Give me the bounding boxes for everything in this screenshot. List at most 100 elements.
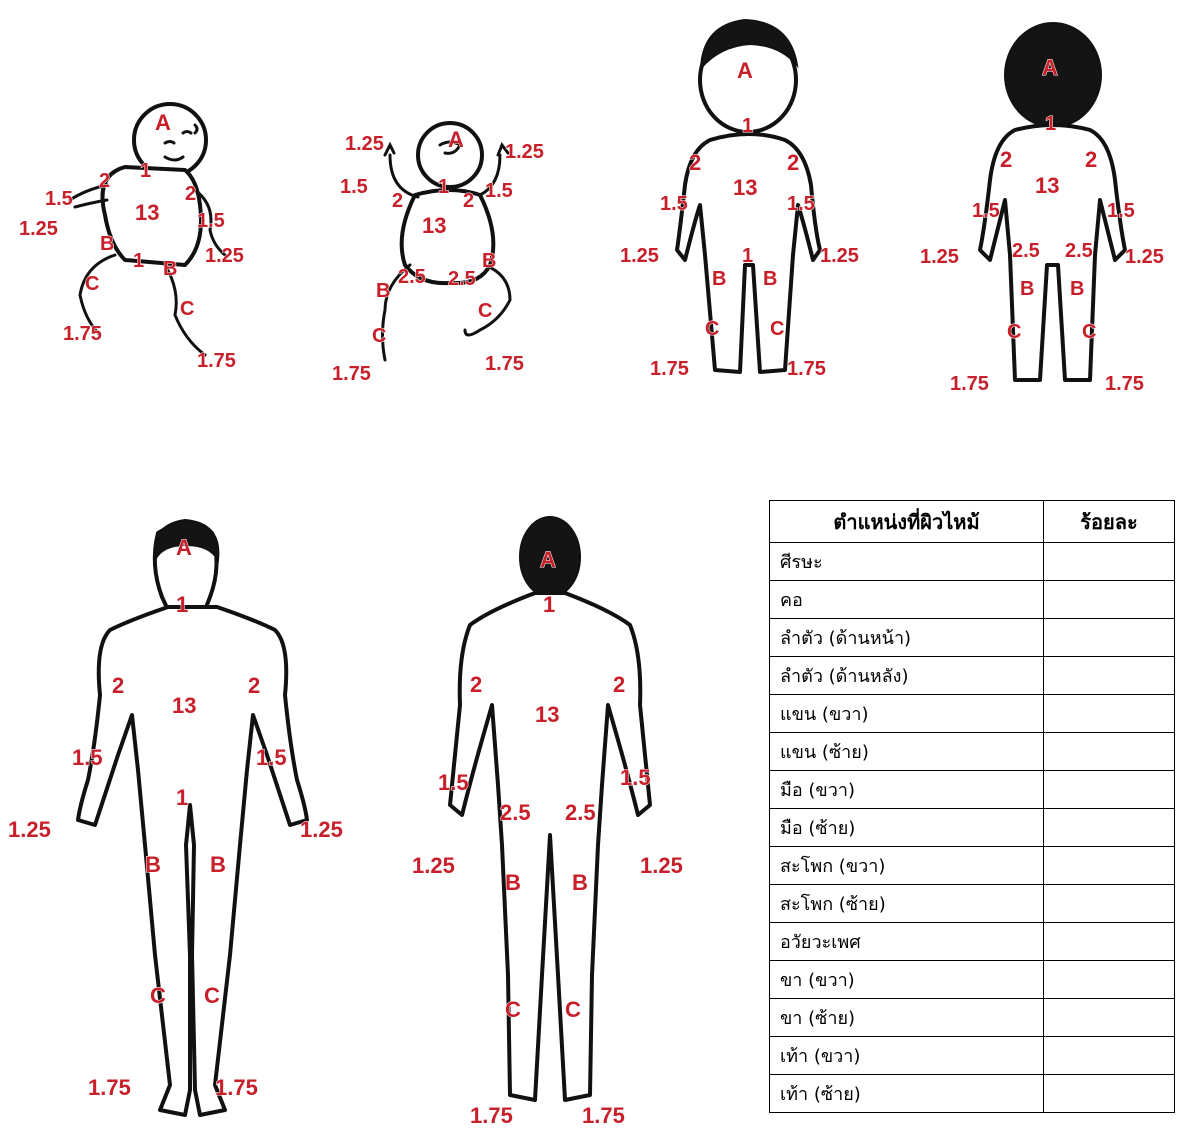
label-leg: C [150,983,166,1008]
label-thigh: B [482,250,496,272]
label-head: A [1042,55,1058,80]
row-percent-cell[interactable] [1044,999,1175,1037]
label-leg: C [478,300,492,322]
label-thigh: B [163,258,177,280]
label-neck: 1 [438,176,449,198]
header-percent: ร้อยละ [1044,501,1175,543]
child-front-figure: A 1 2 2 13 1.5 1.5 1.25 1 1.25 B B C C 1… [615,10,885,385]
label-thigh: B [1070,278,1084,300]
table-row: แขน (ขวา) [770,695,1175,733]
row-percent-cell[interactable] [1044,619,1175,657]
row-percent-cell[interactable] [1044,885,1175,923]
adult-front-drawing: A 1 2 13 2 1.5 1.5 1 1.25 1.25 B B C C 1… [0,515,375,1129]
label-trunk: 13 [1035,173,1059,198]
table-row: มือ (ขวา) [770,771,1175,809]
label-foot: 1.75 [88,1075,131,1100]
adult-front-figure: A 1 2 13 2 1.5 1.5 1 1.25 1.25 B B C C 1… [0,515,375,1129]
label-upper-arm: 2 [463,190,474,212]
label-thigh: B [145,852,161,877]
label-head: A [448,127,464,152]
row-percent-cell[interactable] [1044,847,1175,885]
label-leg: C [770,318,784,340]
label-forearm: 1.5 [1107,200,1135,222]
row-percent-cell[interactable] [1044,1075,1175,1113]
row-area: อวัยวะเพศ [770,923,1044,961]
row-area: มือ (ซ้าย) [770,809,1044,847]
row-area: สะโพก (ขวา) [770,847,1044,885]
label-upper-arm: 2 [1000,147,1012,172]
burn-area-table: ตำแหน่งที่ผิวไหม้ ร้อยละ ศีรษะ คอ ลำตัว … [769,500,1175,1113]
label-neck: 1 [176,592,188,617]
row-percent-cell[interactable] [1044,695,1175,733]
table-row: เท้า (ซ้าย) [770,1075,1175,1113]
table-row: สะโพก (ซ้าย) [770,885,1175,923]
label-forearm: 1.5 [485,180,513,202]
header-burn-area: ตำแหน่งที่ผิวไหม้ [770,501,1044,543]
label-forearm: 1.5 [72,745,103,770]
row-area: คอ [770,581,1044,619]
label-hand: 1.25 [620,245,659,267]
label-leg: C [372,325,386,347]
label-forearm: 1.5 [256,745,287,770]
row-area: ลำตัว (ด้านหลัง) [770,657,1044,695]
row-percent-cell[interactable] [1044,923,1175,961]
child-front-drawing: A 1 2 2 13 1.5 1.5 1.25 1 1.25 B B C C 1… [615,10,885,385]
label-hand: 1.25 [920,246,959,268]
label-upper-arm: 2 [689,150,701,175]
label-upper-arm: 2 [248,673,260,698]
label-neck: 1 [543,592,555,617]
table-row: แขน (ซ้าย) [770,733,1175,771]
label-thigh: B [712,268,726,290]
label-foot: 1.75 [950,373,989,395]
row-percent-cell[interactable] [1044,543,1175,581]
label-head: A [540,547,556,572]
row-area: สะโพก (ซ้าย) [770,885,1044,923]
label-hand: 1.25 [505,141,544,163]
row-percent-cell[interactable] [1044,581,1175,619]
infant-side-figure: A 1 2 2 1.5 1.25 13 B 1 B C C 1.75 1.75 … [15,95,275,385]
table-row: ขา (ซ้าย) [770,999,1175,1037]
table-row: อวัยวะเพศ [770,923,1175,961]
table-header-row: ตำแหน่งที่ผิวไหม้ ร้อยละ [770,501,1175,543]
row-area: ขา (ซ้าย) [770,999,1044,1037]
row-area: แขน (ขวา) [770,695,1044,733]
label-leg: C [1007,321,1021,343]
label-foot: 1.75 [650,358,689,380]
adult-back-figure: A 1 2 13 2 1.5 1.5 2.5 2.5 1.25 1.25 B B… [410,515,710,1129]
label-foot: 1.75 [215,1075,258,1100]
label-thigh: B [763,268,777,290]
label-buttock: 2.5 [398,266,426,288]
row-percent-cell[interactable] [1044,771,1175,809]
label-forearm: 1.5 [620,765,651,790]
row-area: ขา (ขวา) [770,961,1044,999]
row-percent-cell[interactable] [1044,657,1175,695]
row-percent-cell[interactable] [1044,1037,1175,1075]
label-hand: 1.25 [19,218,58,240]
label-genitals: 1 [176,785,188,810]
label-leg: C [565,997,581,1022]
label-trunk: 13 [172,693,196,718]
label-buttock: 2.5 [500,800,531,825]
label-buttock: 2.5 [1065,240,1093,262]
label-leg: C [180,298,194,320]
label-thigh: B [1020,278,1034,300]
row-area: เท้า (ซ้าย) [770,1075,1044,1113]
table-row: มือ (ซ้าย) [770,809,1175,847]
label-foot: 1.75 [332,363,371,385]
label-upper-arm: 2 [185,183,196,205]
infant-back-drawing: 1.25 A 1.25 1.5 1 1.5 2 2 13 2.5 2.5 B B… [330,115,570,385]
label-upper-arm: 2 [613,672,625,697]
label-genitals: 1 [742,245,753,267]
label-hand: 1.25 [412,853,455,878]
label-thigh: B [572,870,588,895]
label-hand: 1.25 [345,133,384,155]
row-percent-cell[interactable] [1044,961,1175,999]
label-buttock: 2.5 [1012,240,1040,262]
row-percent-cell[interactable] [1044,733,1175,771]
label-leg: C [705,318,719,340]
label-leg: C [85,273,99,295]
label-trunk: 13 [135,200,159,225]
row-percent-cell[interactable] [1044,809,1175,847]
label-hand: 1.25 [300,817,343,842]
infant-side-drawing: A 1 2 2 1.5 1.25 13 B 1 B C C 1.75 1.75 … [15,95,275,385]
